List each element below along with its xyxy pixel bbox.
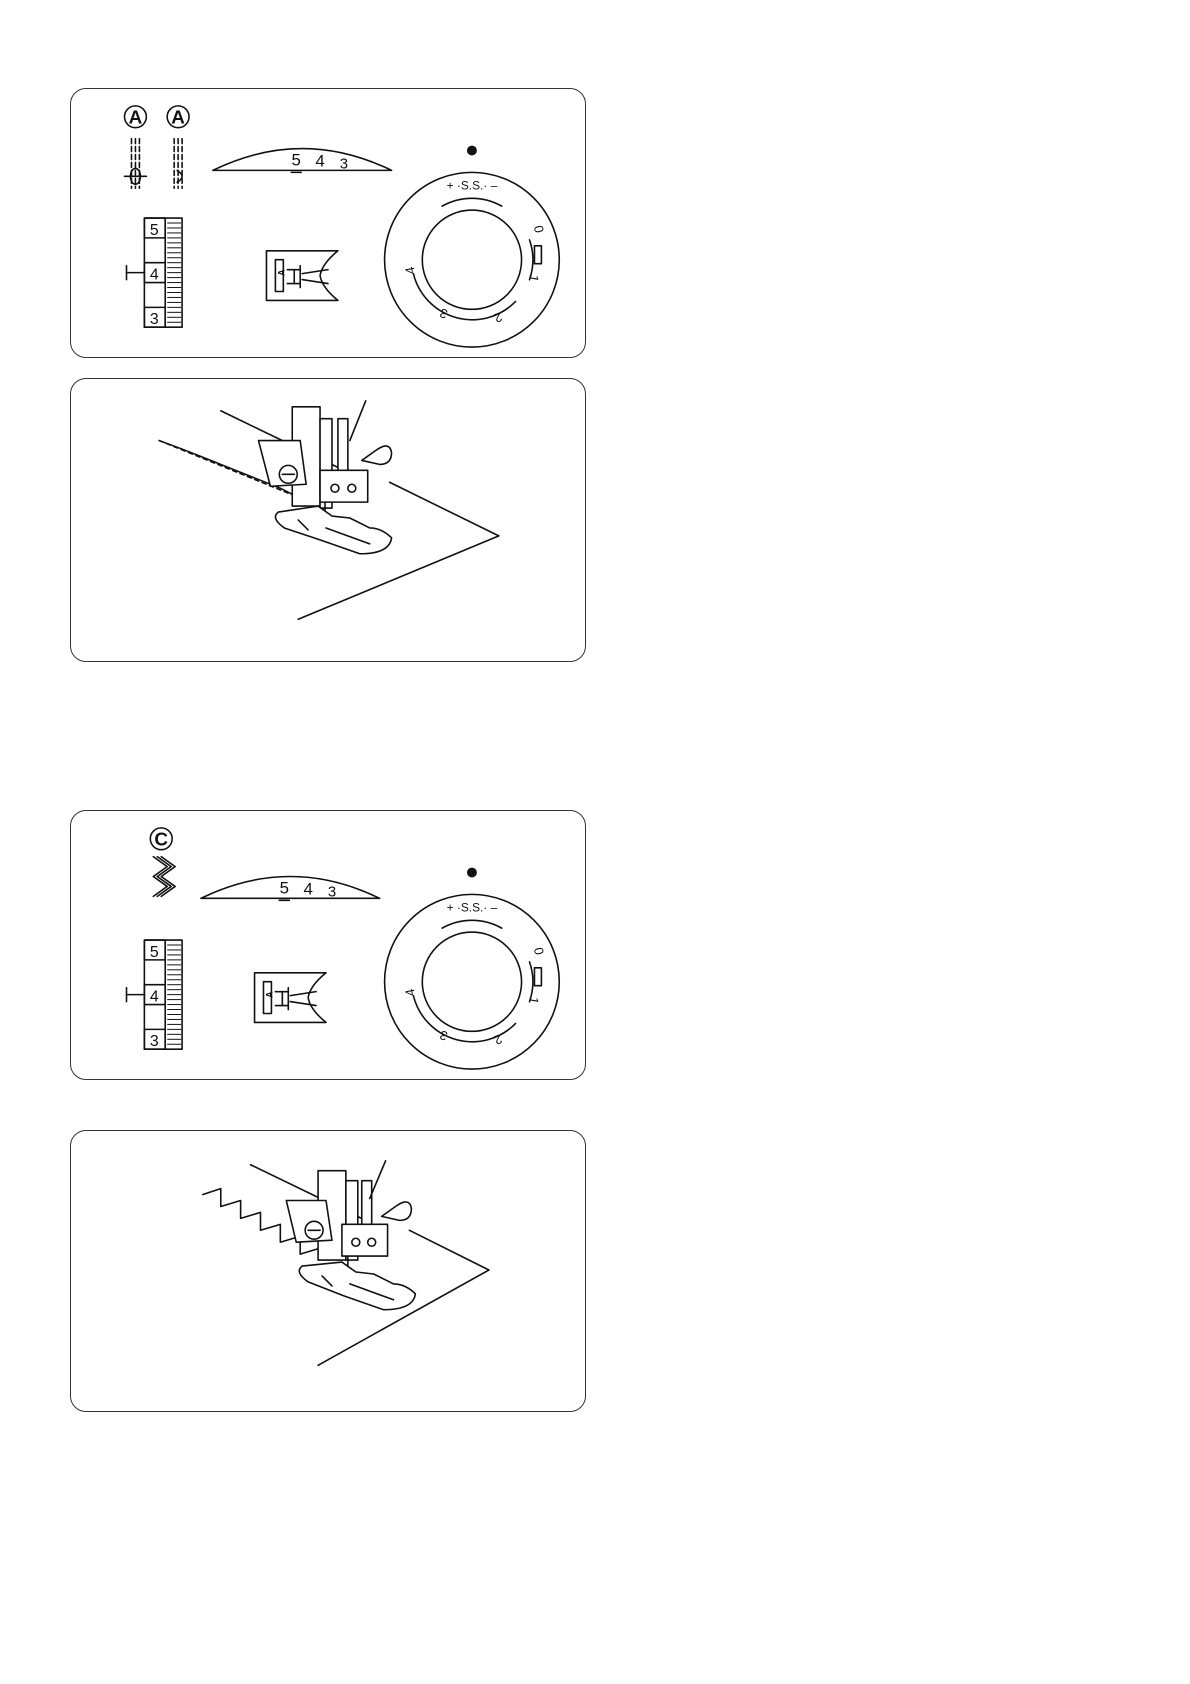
settings-diagram: C 5 4 3 5 4 3 xyxy=(125,827,561,1070)
svg-text:A: A xyxy=(129,107,143,128)
setting-panel-straight: A A 5 4 3 xyxy=(70,88,586,358)
presser-foot-shank xyxy=(285,1159,413,1261)
svg-text:3: 3 xyxy=(438,305,450,322)
svg-text:4: 4 xyxy=(315,151,324,170)
presser-foot-sole xyxy=(274,505,393,555)
svg-text:4: 4 xyxy=(303,879,312,898)
pattern-letter-c: C xyxy=(149,827,173,851)
settings-diagram: A A 5 4 3 xyxy=(123,105,561,348)
svg-text:3: 3 xyxy=(328,884,336,900)
svg-text:5: 5 xyxy=(292,150,301,169)
svg-text:3: 3 xyxy=(438,1027,450,1044)
triple-stitch-icon xyxy=(173,137,183,190)
svg-text:A: A xyxy=(276,269,286,276)
svg-text:3: 3 xyxy=(150,311,159,328)
svg-text:4: 4 xyxy=(150,267,159,284)
svg-text:1: 1 xyxy=(526,996,542,1006)
svg-text:4: 4 xyxy=(150,989,159,1006)
svg-text:A: A xyxy=(171,107,185,128)
pressure-dial: + ·S.S.· – 0 1 2 3 4 xyxy=(383,145,561,348)
svg-text:3: 3 xyxy=(340,156,348,172)
width-scale: 5 4 3 xyxy=(212,147,393,174)
svg-text:A: A xyxy=(264,991,274,998)
svg-text:5: 5 xyxy=(150,222,159,239)
pattern-letter-a-1: A xyxy=(123,105,148,129)
svg-text:4: 4 xyxy=(402,266,418,276)
sewing-illustration-straight xyxy=(70,378,586,662)
presser-foot-illustration xyxy=(158,400,500,621)
svg-text:C: C xyxy=(154,829,168,850)
svg-text:1: 1 xyxy=(526,274,542,284)
length-scale: 5 4 3 xyxy=(125,939,183,1050)
triple-stitch-icon xyxy=(123,137,148,190)
length-scale: 5 4 3 xyxy=(125,217,183,328)
svg-text:4: 4 xyxy=(402,988,418,998)
triple-zigzag-icon xyxy=(152,855,176,898)
setting-panel-zigzag: C 5 4 3 5 4 3 xyxy=(70,810,586,1080)
svg-text:5: 5 xyxy=(280,878,289,897)
pattern-letter-a-2: A xyxy=(166,105,190,129)
svg-text:2: 2 xyxy=(492,1031,504,1048)
svg-text:0: 0 xyxy=(531,946,547,956)
presser-foot-shank xyxy=(257,400,393,509)
width-scale: 5 4 3 xyxy=(200,875,381,902)
svg-text:2: 2 xyxy=(492,309,504,326)
svg-text:3: 3 xyxy=(150,1033,159,1050)
presser-foot-a-icon: A xyxy=(253,971,327,1024)
presser-foot-illustration xyxy=(202,1159,490,1367)
pressure-dial: + ·S.S.· – 0 1 2 3 4 xyxy=(383,867,561,1070)
svg-text:+ ·S.S.· –: + ·S.S.· – xyxy=(447,178,498,192)
presser-foot-a-icon: A xyxy=(265,249,339,302)
sewing-illustration-zigzag xyxy=(70,1130,586,1412)
presser-foot-sole xyxy=(298,1261,417,1311)
svg-text:5: 5 xyxy=(150,944,159,961)
svg-text:+ ·S.S.· –: + ·S.S.· – xyxy=(447,900,498,914)
svg-text:0: 0 xyxy=(531,224,547,234)
straight-stitch-line xyxy=(158,439,311,503)
